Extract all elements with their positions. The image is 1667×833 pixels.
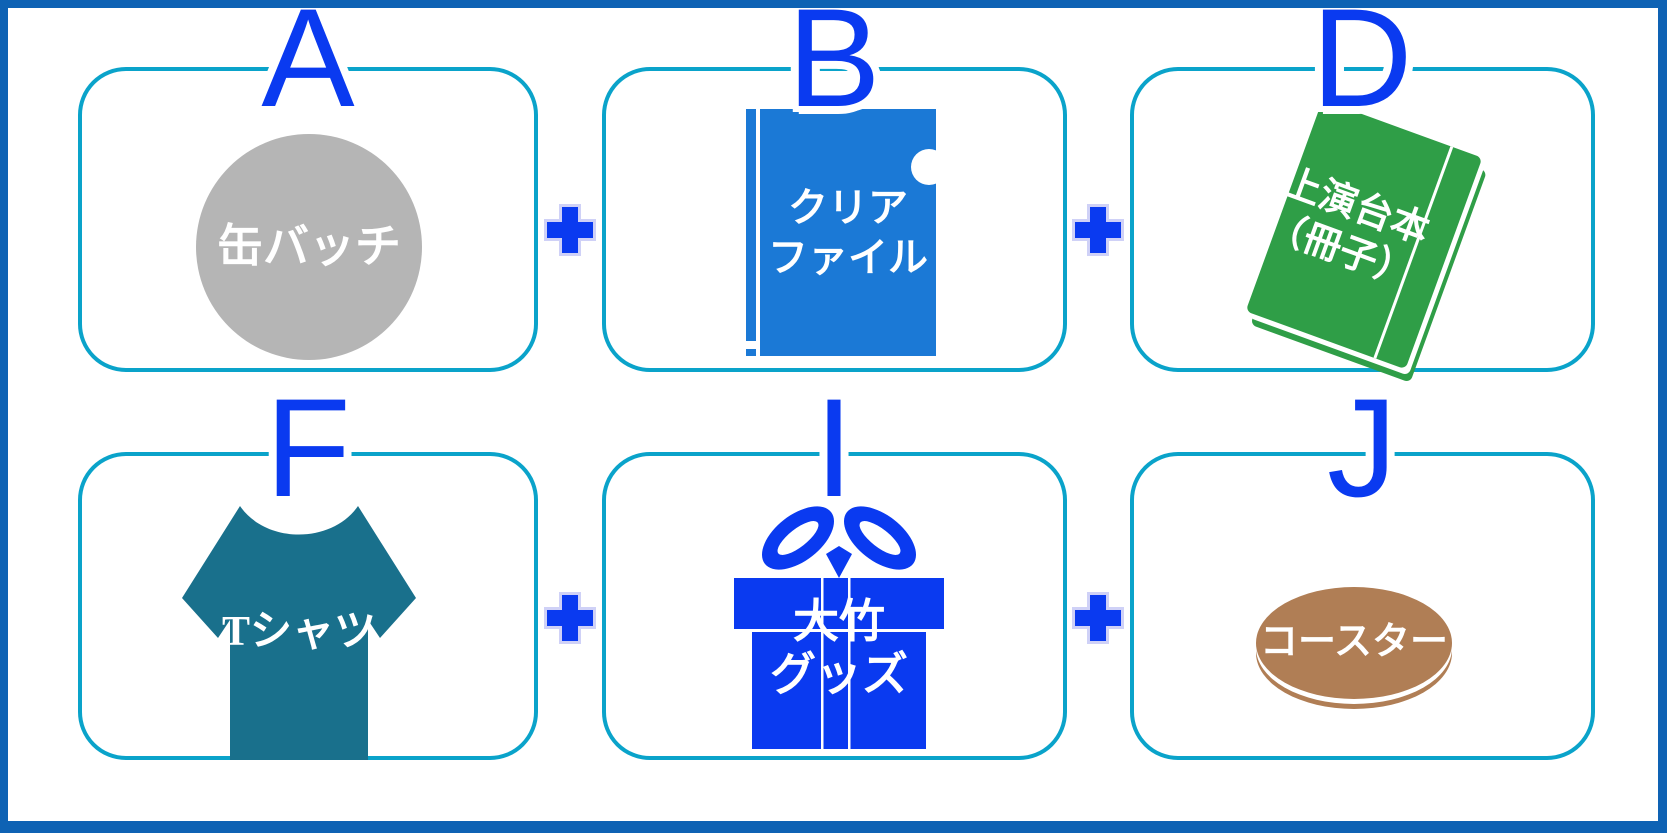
coaster-label: コースター (1259, 621, 1449, 664)
coaster-face: コースター (1256, 587, 1452, 699)
can-badge-label: 缶バッチ (217, 221, 401, 273)
tshirt-label: Tシャツ (221, 609, 376, 655)
set-letter-j: J (1327, 369, 1397, 526)
gift-label-line2: グッズ (770, 648, 908, 700)
plus-operator-1: + (544, 204, 596, 256)
clear-file-icon: クリア ファイル (745, 109, 947, 356)
clear-file-edge-gap (745, 341, 757, 349)
bundle-card-d: 上演台本 （冊子） (1130, 67, 1595, 383)
plus-operator-2: + (1072, 204, 1124, 256)
clear-file-body (760, 109, 936, 356)
bundle-card-i: 大竹 グッズ (602, 452, 1067, 760)
plus-operator-3: + (544, 592, 596, 644)
plus-operator-4: + (1072, 592, 1124, 644)
script-booklet-icon: 上演台本 （冊子） (1245, 99, 1488, 383)
bundle-card-f: Tシャツ (78, 452, 538, 760)
clear-file-label-line2: ファイル (768, 234, 928, 280)
gift-box-icon (734, 506, 944, 749)
gift-label-line1: 大竹 (793, 596, 885, 647)
clear-file-label-line1: クリア (788, 184, 908, 230)
set-letter-d: D (1311, 0, 1413, 136)
set-letter-f: F (265, 369, 351, 526)
bundle-card-a: 缶バッチ (78, 67, 538, 372)
bundle-card-b: クリア ファイル (602, 67, 1067, 372)
clear-file-thumb-notch (911, 149, 947, 185)
set-letter-i: I (814, 369, 854, 526)
can-badge-icon: 缶バッチ (196, 134, 422, 360)
set-letter-a: A (261, 0, 355, 136)
coaster-icon: コースター (1256, 587, 1452, 709)
tshirt-icon (182, 502, 416, 760)
clear-file-edge-strip (746, 109, 756, 356)
set-letter-b: B (787, 0, 881, 136)
bundle-card-j: コースター (1130, 452, 1595, 760)
